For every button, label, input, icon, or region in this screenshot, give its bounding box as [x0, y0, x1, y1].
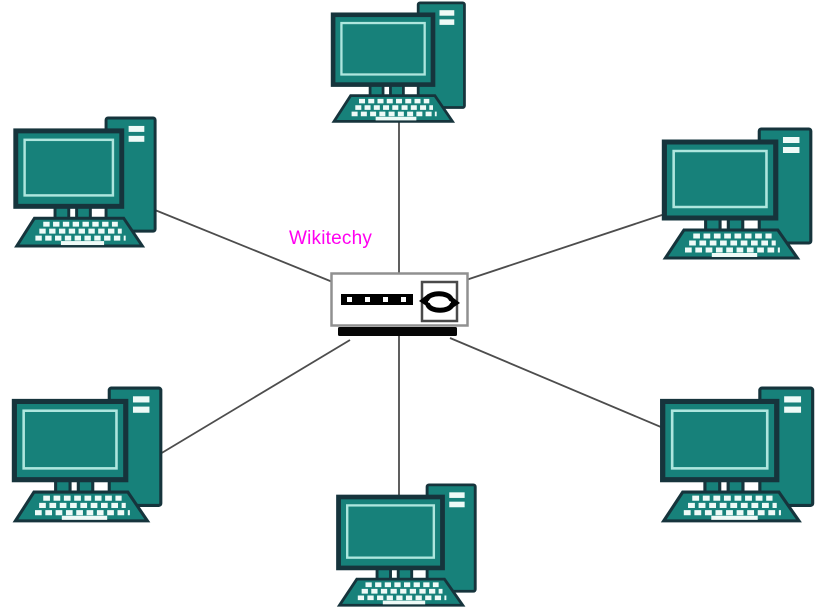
computer-icon-bottom [327, 483, 481, 609]
computer-icon-upper-left [4, 116, 161, 250]
hub-device [330, 272, 469, 336]
computer-icon-lower-left [2, 386, 167, 525]
hub-shadow [338, 327, 457, 336]
link-hub-to-lower-left [149, 339, 351, 461]
cycle-arrows-icon [419, 280, 460, 323]
computer-icon-lower-right [650, 386, 819, 525]
hub-led-panel [341, 294, 413, 305]
computer-icon-upper-right [652, 127, 817, 262]
link-hub-to-upper-left [149, 207, 341, 286]
link-hub-to-lower-right [449, 337, 669, 431]
watermark-label: Wikitechy [289, 228, 373, 249]
computer-icon-top [322, 1, 470, 125]
link-hub-to-upper-right [459, 212, 669, 283]
